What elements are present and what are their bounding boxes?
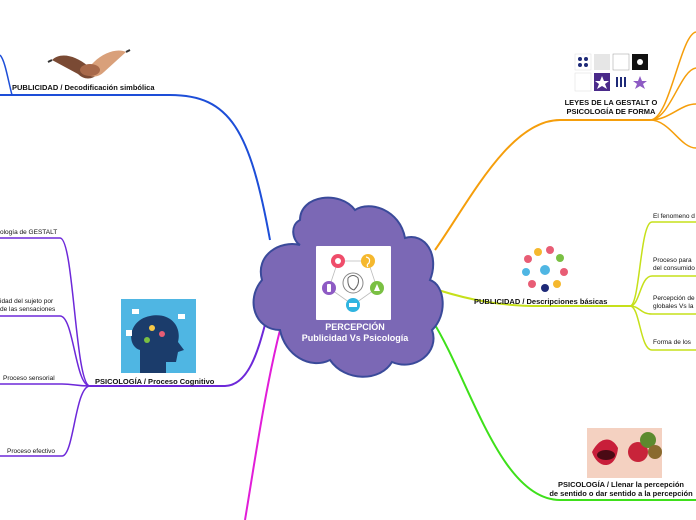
subtopic-connector-forma: [629, 305, 696, 351]
subtopic-connector-efectivo: [0, 385, 91, 457]
branch-psicologia-llenar-line2: de sentido o dar sentido a la percepción: [549, 489, 693, 498]
branch-connector-publicidad-basicas: [437, 289, 630, 307]
branch-connector-publicidad-simbolica: [0, 94, 271, 241]
subtopic-connector-orange-2: [649, 67, 696, 121]
subtopic-connector-gestalt: [0, 237, 91, 387]
subtopic-connector-orange-4: [649, 119, 696, 149]
branch-psicologia-llenar[interactable]: PSICOLOGÍA / Llenar la percepción de sen…: [546, 480, 696, 498]
branch-psicologia-cognitivo[interactable]: PSICOLOGÍA / Proceso Cognitivo: [95, 377, 215, 386]
central-title: PERCEPCIÓN: [325, 322, 385, 332]
branch-publicidad-simbolica[interactable]: PUBLICIDAD / Decodificación simbólica: [12, 83, 155, 92]
handshake-image: [47, 49, 131, 79]
icon-cluster-image: [522, 246, 568, 292]
subtopic-connector-fenomeno: [629, 221, 696, 307]
subtopic-connector-sensorial: [0, 383, 91, 387]
subtopic-forma[interactable]: Forma de los: [653, 339, 691, 346]
central-image: [316, 246, 391, 320]
subtopic-fenomeno[interactable]: El fenomeno d: [653, 213, 695, 220]
subtopic-capacidad[interactable]: idad del sujeto por de las sensaciones: [0, 298, 55, 314]
branch-connector-leyes-gestalt: [434, 119, 650, 251]
subtopic-connector-percepcion: [629, 305, 696, 315]
branch-leyes-gestalt-line1: LEYES DE LA GESTALT O: [564, 98, 658, 107]
gestalt-grid-image: [574, 53, 648, 92]
ear-icon: [361, 254, 375, 268]
branch-leyes-gestalt[interactable]: LEYES DE LA GESTALT O PSICOLOGÍA DE FORM…: [551, 98, 671, 116]
subtopic-connector-proceso: [629, 275, 696, 307]
subtopic-percepcion-line1: Percepción de: [653, 295, 695, 302]
lips-image: [587, 428, 662, 478]
cognitive-head-image: [121, 299, 196, 373]
branch-leyes-gestalt-line2: PSICOLOGÍA DE FORMA: [566, 107, 656, 116]
subtopic-capacidad-line2: de las sensaciones: [0, 305, 56, 313]
subtopic-efectivo[interactable]: Proceso efectivo: [7, 448, 56, 455]
subtopic-connector-orange-3: [649, 103, 696, 121]
subtopic-gestalt[interactable]: ología de GESTALT: [0, 229, 58, 236]
subtopic-percepcion-line2: globales Vs la: [653, 302, 694, 310]
branch-publicidad-basicas[interactable]: PUBLICIDAD / Descripciones básicas: [474, 297, 608, 306]
branch-connector-psicologia-llenar: [431, 319, 696, 501]
branch-connector-magenta: [244, 329, 281, 520]
subtopic-proceso-line1: Proceso para: [653, 257, 692, 264]
branch-psicologia-llenar-line1: PSICOLOGÍA / Llenar la percepción: [557, 480, 684, 489]
subtopic-sensorial[interactable]: Proceso sensorial: [3, 375, 55, 382]
subtopic-proceso-line2: del consumido: [653, 264, 695, 272]
central-subtitle: Publicidad Vs Psicología: [301, 333, 409, 344]
subtopic-proceso[interactable]: Proceso para del consumido: [653, 257, 695, 273]
subtopic-connector-capacidad: [0, 315, 91, 387]
subtopic-connector-orange-1: [649, 31, 696, 121]
subtopic-percepcion[interactable]: Percepción de globales Vs la: [653, 295, 695, 311]
branch-connector-offscreen-left: [0, 54, 13, 96]
central-topic[interactable]: PERCEPCIÓN Publicidad Vs Psicología: [280, 322, 430, 345]
subtopic-capacidad-line1: idad del sujeto por: [0, 298, 54, 305]
